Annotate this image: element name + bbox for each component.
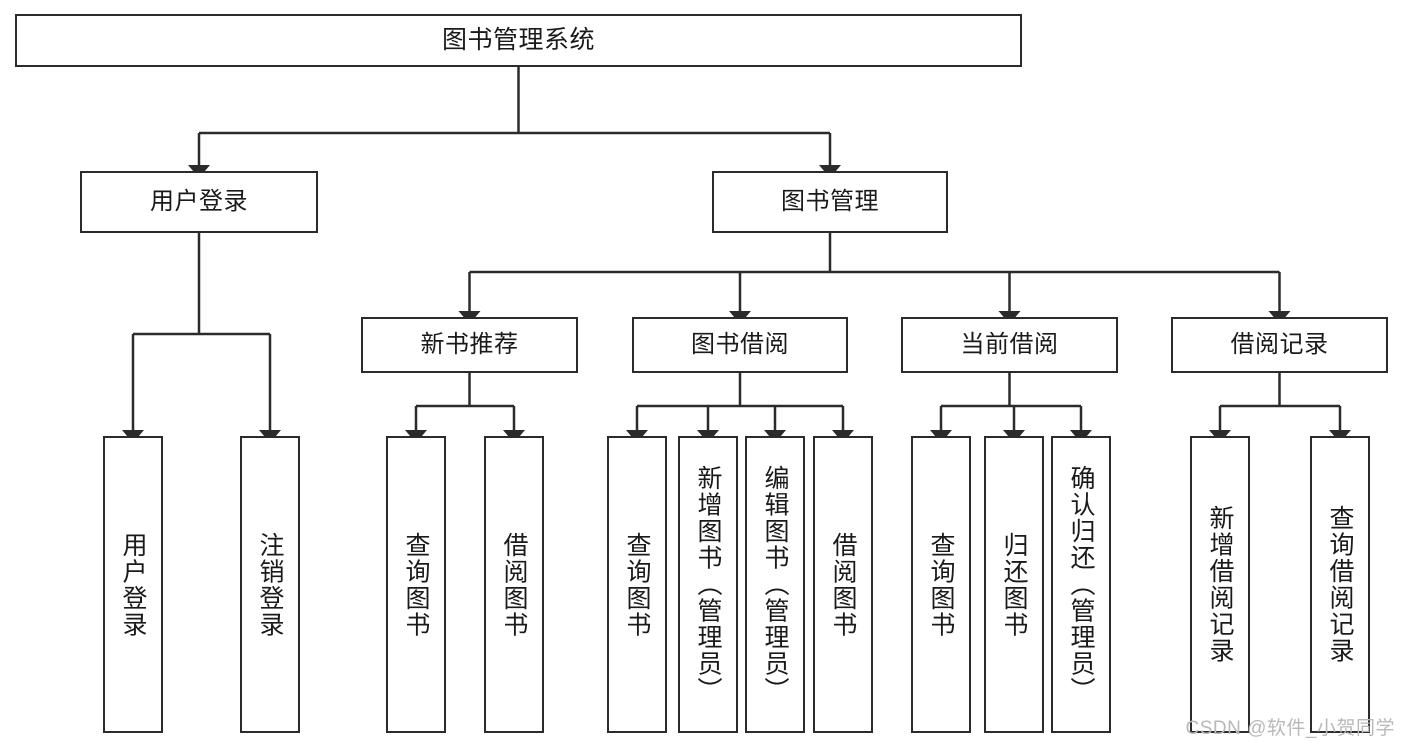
node-label-records: 借阅记录 (1230, 331, 1329, 359)
node-root[interactable]: 图书管理系统 (15, 14, 1022, 67)
node-edit1[interactable]: 编辑图书（管理员） (745, 436, 805, 733)
node-label-ret1: 归还图书 (1000, 531, 1028, 638)
node-label-q2: 查询图书 (623, 531, 651, 638)
node-label-q3: 查询图书 (927, 531, 955, 638)
node-b2[interactable]: 借阅图书 (813, 436, 873, 733)
node-conf1[interactable]: 确认归还（管理员） (1051, 436, 1111, 733)
node-label-login: 用户登录 (150, 188, 248, 216)
node-label-b1: 借阅图书 (500, 531, 528, 638)
node-label-addrec: 新增借阅记录 (1206, 505, 1234, 664)
node-ret1[interactable]: 归还图书 (984, 436, 1044, 733)
node-addrec[interactable]: 新增借阅记录 (1190, 436, 1250, 733)
node-label-b2: 借阅图书 (829, 531, 857, 638)
node-q1[interactable]: 查询图书 (386, 436, 446, 733)
node-label-conf1: 确认归还（管理员） (1067, 465, 1095, 704)
node-userlogin[interactable]: 用户登录 (103, 436, 163, 733)
node-q2[interactable]: 查询图书 (607, 436, 667, 733)
node-label-current: 当前借阅 (960, 331, 1059, 359)
node-label-root: 图书管理系统 (441, 26, 595, 54)
node-bookmgmt[interactable]: 图书管理 (712, 171, 948, 233)
node-label-edit1: 编辑图书（管理员） (761, 465, 789, 704)
node-login[interactable]: 用户登录 (80, 171, 318, 233)
node-label-qrec: 查询借阅记录 (1326, 505, 1354, 664)
node-add1[interactable]: 新增图书（管理员） (678, 436, 738, 733)
node-qrec[interactable]: 查询借阅记录 (1310, 436, 1370, 733)
node-label-q1: 查询图书 (402, 531, 430, 638)
node-label-borrow: 图书借阅 (691, 331, 789, 359)
node-b1[interactable]: 借阅图书 (484, 436, 544, 733)
node-current[interactable]: 当前借阅 (901, 317, 1118, 373)
node-borrow[interactable]: 图书借阅 (632, 317, 848, 373)
node-label-newbook: 新书推荐 (420, 331, 519, 359)
watermark-text: CSDN @软件_小贺同学 (1185, 718, 1395, 739)
node-q3[interactable]: 查询图书 (911, 436, 971, 733)
node-newbook[interactable]: 新书推荐 (361, 317, 578, 373)
node-label-userlogin: 用户登录 (119, 531, 147, 638)
node-label-logout: 注销登录 (256, 531, 284, 638)
node-label-bookmgmt: 图书管理 (781, 188, 879, 216)
node-label-add1: 新增图书（管理员） (694, 465, 722, 704)
node-records[interactable]: 借阅记录 (1171, 317, 1388, 373)
node-logout[interactable]: 注销登录 (240, 436, 300, 733)
